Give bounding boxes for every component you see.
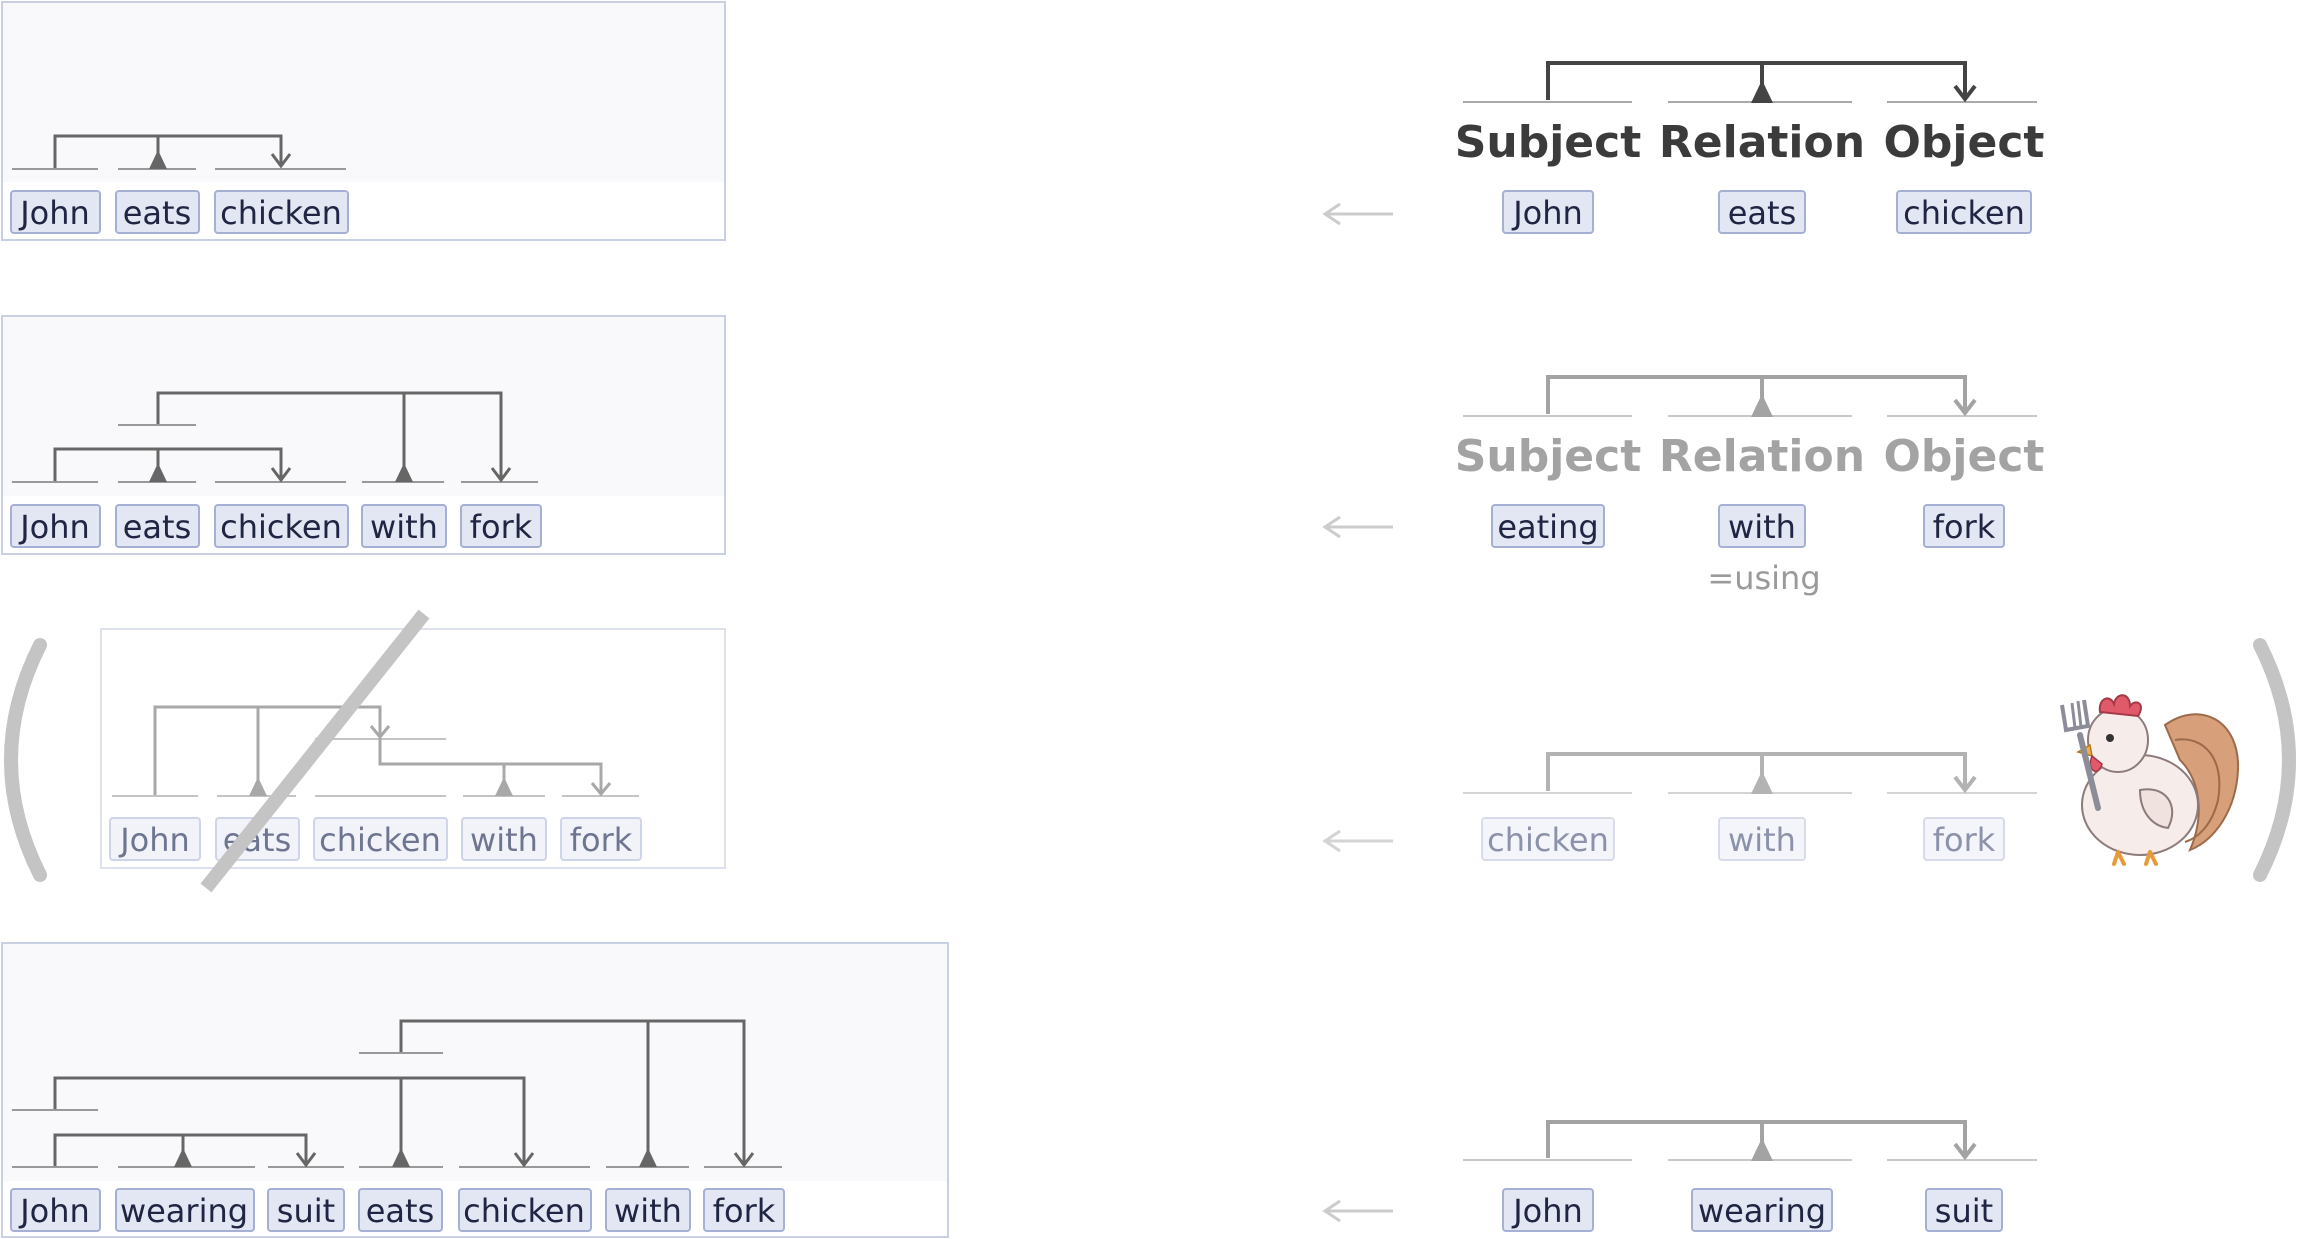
row3-object-token: fork [1923,817,2005,861]
svg-text:with: with [614,1192,682,1230]
svg-text:chicken: chicken [1487,821,1609,859]
row-1: John eats chicken [1,1,2045,241]
row2-parse-panel: John eats chicken with fork [1,315,726,555]
row4-token-suit: suit [267,1188,345,1232]
svg-text:suit: suit [277,1192,335,1230]
svg-text:John: John [18,508,90,546]
strike-through-slash [200,609,430,893]
svg-text:chicken: chicken [463,1192,585,1230]
svg-text:chicken: chicken [1903,194,2025,232]
svg-text:with: with [1728,821,1796,859]
svg-text:John: John [18,1192,90,1230]
left-parenthesis [4,638,47,882]
row4-subject-token: John [1502,1188,1594,1232]
row1-relation-triangle [149,150,167,169]
row1-parse-panel: John eats chicken [1,1,726,241]
svg-text:fork: fork [1933,508,1996,546]
svg-text:fork: fork [470,508,533,546]
row2-token-fork: fork [460,504,542,548]
row4-object-token: suit [1925,1188,2003,1232]
row2-object-token: fork [1923,504,2005,548]
row1-triple: Subject Relation Object John eats chicke… [1455,61,2045,234]
token-label: eats [123,194,192,232]
row2-left-arrow [1322,515,1393,539]
row-3: John eats chicken with fork [4,609,2296,893]
row3-token-john: John [109,817,201,861]
row2-subject-token: eating [1491,504,1605,548]
subject-header: Subject [1455,431,1642,482]
svg-text:eating: eating [1497,508,1598,546]
relation-note: =using [1707,559,1820,597]
row1-token-eats: eats [115,190,200,234]
row1-left-arrow [1322,202,1393,226]
svg-text:eats: eats [123,508,192,546]
row-4: John wearing suit eats chicken with [1,942,2037,1238]
row4-relation-token: wearing [1691,1188,1833,1232]
row1-subject-token: John [1502,190,1594,234]
row1-token-chicken: chicken [214,190,349,234]
svg-text:with: with [470,821,538,859]
row1-relation-token: eats [1718,190,1806,234]
svg-text:chicken: chicken [319,821,441,859]
svg-text:wearing: wearing [120,1192,248,1230]
token-label: John [18,194,90,232]
svg-text:fork: fork [713,1192,776,1230]
row3-token-fork: fork [560,817,642,861]
svg-text:eats: eats [1728,194,1797,232]
row4-token-fork: fork [703,1188,785,1232]
token-label: chicken [220,194,342,232]
svg-text:fork: fork [570,821,633,859]
row4-token-with: with [605,1188,691,1232]
row4-token-wearing: wearing [115,1188,255,1232]
subject-header: Subject [1455,117,1642,168]
row1-object-token: chicken [1896,190,2032,234]
row3-parse-panel: John eats chicken with fork [100,628,726,869]
row2-token-chicken: chicken [214,504,349,548]
svg-text:with: with [370,508,438,546]
svg-text:fork: fork [1933,821,1996,859]
row3-left-arrow [1322,829,1393,853]
row3-triple: chicken with fork [1463,752,2037,861]
svg-text:John: John [1511,194,1583,232]
svg-text:suit: suit [1935,1192,1993,1230]
right-parenthesis [2253,638,2296,882]
svg-text:chicken: chicken [220,508,342,546]
svg-text:with: with [1728,508,1796,546]
row4-token-john: John [10,1188,101,1232]
row4-left-arrow [1322,1199,1393,1223]
relation-header: Relation [1659,117,1865,168]
row2-triple: Subject Relation Object eating with fork… [1455,375,2045,597]
svg-text:John: John [1511,1192,1583,1230]
row3-token-with: with [461,817,547,861]
row2-relation-token: with [1718,504,1806,548]
row3-relation-token: with [1718,817,1806,861]
row4-token-chicken: chicken [458,1188,592,1232]
row1-token-john: John [10,190,101,234]
row2-token-eats: eats [115,504,200,548]
chicken-with-fork-icon [2060,694,2240,866]
svg-text:eats: eats [366,1192,435,1230]
row4-triple: John wearing suit [1463,1120,2037,1232]
svg-text:wearing: wearing [1698,1192,1826,1230]
row4-token-eats: eats [358,1188,443,1232]
object-header: Object [1884,431,2045,482]
row-2: John eats chicken with fork [1,315,2045,597]
svg-text:John: John [118,821,190,859]
row3-token-chicken: chicken [313,817,448,861]
row2-token-with: with [361,504,447,548]
row2-token-john: John [10,504,101,548]
object-header: Object [1884,117,2045,168]
relation-header: Relation [1659,431,1865,482]
row3-subject-token: chicken [1481,817,1615,861]
row4-parse-panel: John wearing suit eats chicken with [1,942,949,1238]
